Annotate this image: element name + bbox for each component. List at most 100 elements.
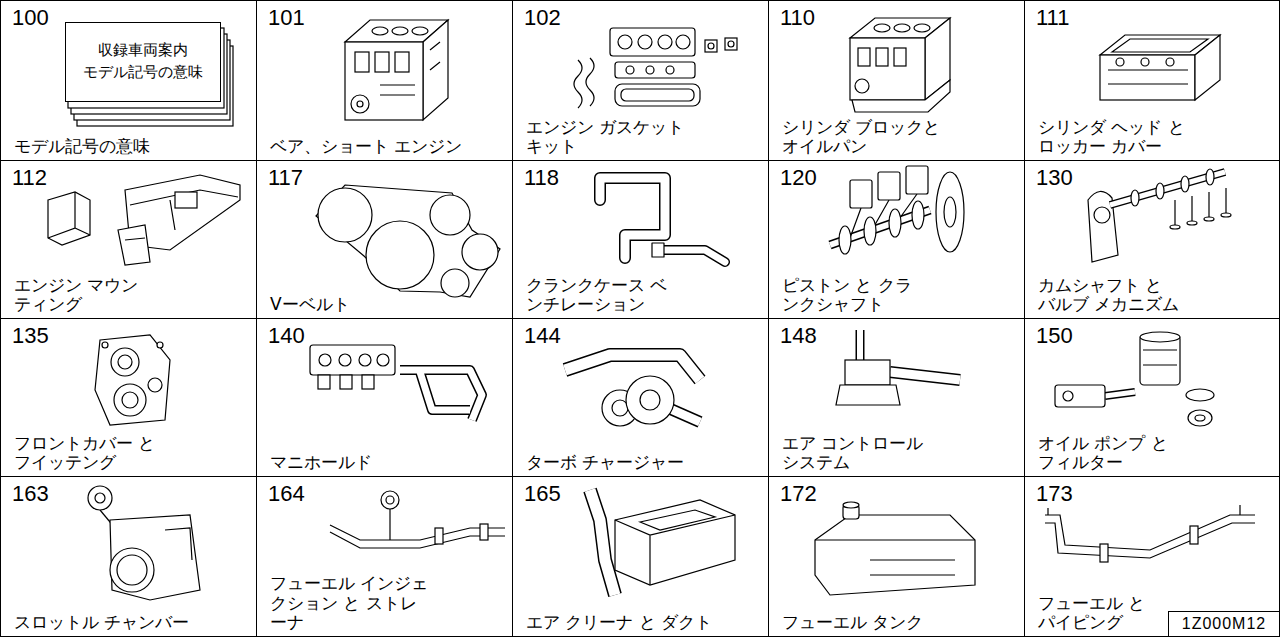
throttle-chamber-drawing [88,486,200,600]
engine-mount-drawing-part [125,175,240,250]
front-cover-drawing-part [114,384,146,416]
air-cleaner-drawing [590,490,735,595]
camshaft-drawing-part [1187,221,1197,225]
ventilation-hose-drawing-part [600,178,665,258]
camshaft-drawing-part [1175,188,1226,226]
oil-pump-filter-drawing-part [1105,392,1135,396]
air-cleaner-drawing-part [590,490,615,595]
camshaft-drawing-part [1131,190,1139,206]
engine-block-drawing [345,20,448,120]
piston-crank-drawing-part [839,226,851,254]
oil-pump-filter-drawing-part [1105,392,1135,396]
ventilation-hose-drawing-part [662,250,725,262]
section-title: ターボ チャージャー [526,453,684,473]
piston-crank-drawing-part [889,209,901,237]
cylinder-block-drawing-part [858,48,870,66]
fuel-injection-drawing-part [435,528,443,544]
piston-crank-drawing-part [850,180,872,208]
section-number: 173 [1036,482,1073,506]
sheet-text: 収録車両案内 [98,40,188,62]
catalog-cell: 140マニホールド [256,318,513,477]
fuel-injection-drawing-part [389,509,390,540]
ventilation-hose-drawing-part [652,243,664,257]
gasket-drawing-part [618,35,632,49]
camshaft-drawing-part [1221,213,1231,217]
section-number: 130 [1036,166,1073,190]
ventilation-hose-drawing-part [600,178,665,258]
engine-block-drawing-part [423,20,448,120]
fuel-injection-drawing-part [381,491,399,509]
engine-mount-drawing-part [48,192,90,238]
section-number: 144 [524,324,561,348]
section-title: フューエル インジェクション と ストレーナ [270,574,433,633]
camshaft-drawing-part [1156,183,1164,199]
manifold-drawing-part [377,354,389,366]
catalog-cell: 135 フロントカバー と フイッテング [0,318,257,477]
gasket-drawing-part [676,35,690,49]
oil-pump-filter-drawing-part [1143,350,1177,365]
engine-mount-drawing-part [130,190,238,230]
section-title: オイル ポンプ と フィルター [1038,434,1184,473]
gasket-drawing-part [626,66,634,74]
piston-crank-drawing-part [906,166,928,194]
front-cover-drawing-part [157,342,163,348]
camshaft-drawing-part [1204,217,1214,221]
catalog-cell: 172フューエル タンク [768,476,1025,637]
gasket-drawing-part [708,43,714,49]
gasket-drawing-part [666,66,674,74]
section-title: シリンダ ブロックと オイルパン [782,118,945,157]
turbo-drawing-part [626,376,674,424]
engine-mount-drawing-part [175,192,197,208]
section-number: 148 [780,324,817,348]
fuel-tank-drawing-part [843,502,859,508]
engine-block-drawing-part [345,42,423,120]
v-belt-drawing-part [366,221,434,289]
fuel-piping-drawing [1045,505,1255,562]
gasket-drawing-part [658,35,672,49]
catalog-cell: 165エア クリーナ と ダクト [512,476,769,637]
manifold-drawing-part [362,375,374,389]
section-title: ベア、ショート エンジン [270,137,462,157]
oil-pump-filter-drawing-part [1188,410,1212,426]
fuel-tank-drawing [815,502,975,595]
piston-crank-drawing-part [878,172,900,200]
manifold-drawing-part [340,375,352,389]
air-control-drawing-part [890,372,960,380]
cylinder-head-drawing-part [1166,58,1174,66]
section-title: カムシャフト と バルブ メカニズム [1038,276,1184,315]
oil-pump-filter-drawing-part [1195,415,1205,421]
section-number: 117 [268,166,303,190]
section-title: エンジン マウンティング [14,276,142,315]
piston-crank-drawing [830,166,964,254]
cylinder-block-drawing-part [894,48,906,66]
engine-block-drawing-part [395,52,409,72]
throttle-chamber-drawing-part [88,486,112,510]
catalog-cell: 150オイル ポンプ と フィルター [1024,318,1280,477]
section-title: マニホールド [270,453,372,473]
section-title: フロントカバー と フイッテング [14,434,160,473]
v-belt-drawing-part [318,188,372,242]
engine-block-drawing-part [357,101,363,107]
section-number: 135 [12,324,49,348]
piston-crank-drawing-part [936,172,964,252]
turbo-drawing [565,355,700,426]
section-number: 118 [524,166,559,190]
catalog-cell: 111シリンダ ヘッド と ロッカー カバー [1024,0,1280,161]
piston-crank-drawing-part [912,201,924,229]
v-belt-drawing-part [430,195,470,235]
air-control-drawing [836,330,960,405]
cylinder-block-drawing-part [914,24,930,32]
section-title: エンジン ガスケット キット [526,118,689,157]
cylinder-head-drawing-part [1108,70,1188,84]
section-title: スロットル チャンバー [14,613,189,633]
catalog-cell: 164フューエル インジェクション と ストレーナ [256,476,513,637]
throttle-chamber-drawing-part [95,493,105,503]
gasket-drawing-part [610,28,695,56]
section-number: 100 [12,6,49,30]
catalog-cell: 148エア コントロール システム [768,318,1025,477]
gasket-drawing-part [705,40,717,52]
cylinder-block-drawing-part [855,79,869,93]
air-cleaner-drawing-part [615,500,735,585]
cylinder-head-drawing [1100,35,1220,100]
manifold-drawing-part [400,370,482,420]
